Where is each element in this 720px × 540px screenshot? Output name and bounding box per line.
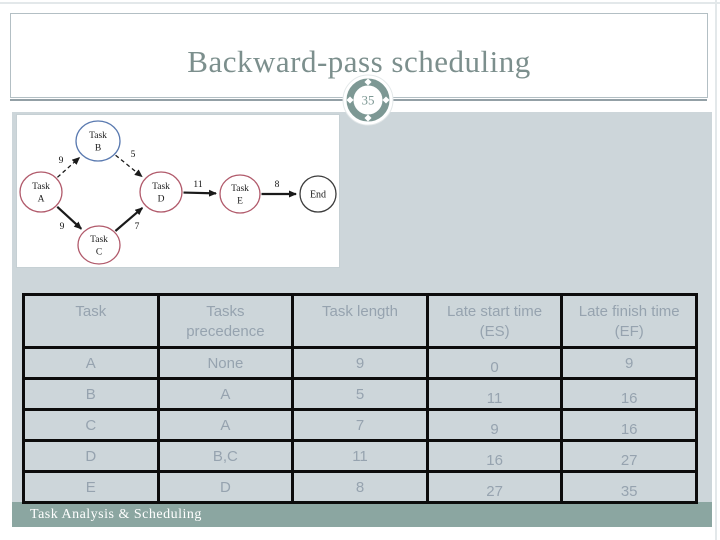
edge-label: 9	[60, 222, 65, 232]
slide-title: Backward-pass scheduling	[187, 43, 531, 79]
node-label: End	[310, 190, 326, 201]
page-number: 35	[362, 93, 375, 108]
cell-late-start: 9	[425, 408, 564, 442]
cell-late-finish: 16	[560, 408, 698, 442]
node-label: Task	[152, 182, 170, 192]
cell-task-length: 9	[291, 346, 429, 380]
footer-text: Task Analysis & Scheduling	[30, 507, 202, 522]
cell-late-finish: 27	[560, 439, 698, 473]
cell-task: A	[22, 346, 160, 380]
cell-precedence: None	[156, 346, 295, 380]
right-edge-strip	[715, 0, 717, 540]
edge-A-C	[56, 206, 83, 230]
node-label: Task	[89, 131, 107, 141]
cell-late-finish: 16	[560, 377, 698, 411]
edge-label: 7	[135, 222, 140, 232]
column-header: Late finish time (EF)	[560, 293, 698, 349]
cell-task-length: 7	[291, 408, 429, 442]
cell-precedence: A	[156, 377, 295, 411]
edge-label: 5	[131, 150, 136, 160]
column-header: Late start time (ES)	[425, 293, 564, 349]
node-label: D	[158, 195, 165, 205]
edge-A-B	[56, 157, 81, 178]
diagram-node-End: End	[299, 175, 337, 213]
top-edge-strip	[0, 2, 720, 4]
node-label: Task	[32, 182, 50, 192]
cell-late-start: 11	[425, 377, 564, 411]
cell-precedence: A	[156, 408, 295, 442]
cell-task: D	[22, 439, 160, 473]
column-header: Tasks precedence	[156, 293, 295, 349]
cell-task: E	[22, 470, 160, 504]
cell-late-start: 0	[425, 346, 564, 380]
column-header: Task	[22, 293, 160, 349]
cell-late-finish: 35	[560, 470, 698, 504]
page-number-badge: 35	[342, 74, 394, 126]
badge-circle-icon: 35	[342, 74, 394, 126]
edge-label: 11	[193, 180, 202, 190]
node-label: Task	[90, 235, 108, 245]
edge-label: 8	[275, 180, 280, 190]
cell-task-length: 8	[291, 470, 429, 504]
node-label: C	[96, 248, 102, 258]
cell-precedence: D	[156, 470, 295, 504]
footer-bar: Task Analysis & Scheduling	[12, 502, 712, 527]
node-label: Task	[231, 184, 249, 194]
edge-label: 9	[59, 156, 64, 166]
edge-B-D	[115, 154, 143, 178]
edge-D-E	[183, 189, 218, 197]
cell-late-start: 16	[425, 439, 564, 473]
cell-precedence: B,C	[156, 439, 295, 473]
cell-task: B	[22, 377, 160, 411]
cell-task: C	[22, 408, 160, 442]
node-label: E	[237, 197, 243, 207]
cell-task-length: 5	[291, 377, 429, 411]
node-label: A	[38, 195, 45, 205]
column-header: Task length	[291, 293, 429, 349]
cell-late-start: 27	[425, 470, 564, 504]
edge-C-D	[114, 207, 144, 232]
node-label: B	[95, 144, 101, 154]
cell-late-finish: 9	[560, 346, 698, 380]
cell-task-length: 11	[291, 439, 429, 473]
